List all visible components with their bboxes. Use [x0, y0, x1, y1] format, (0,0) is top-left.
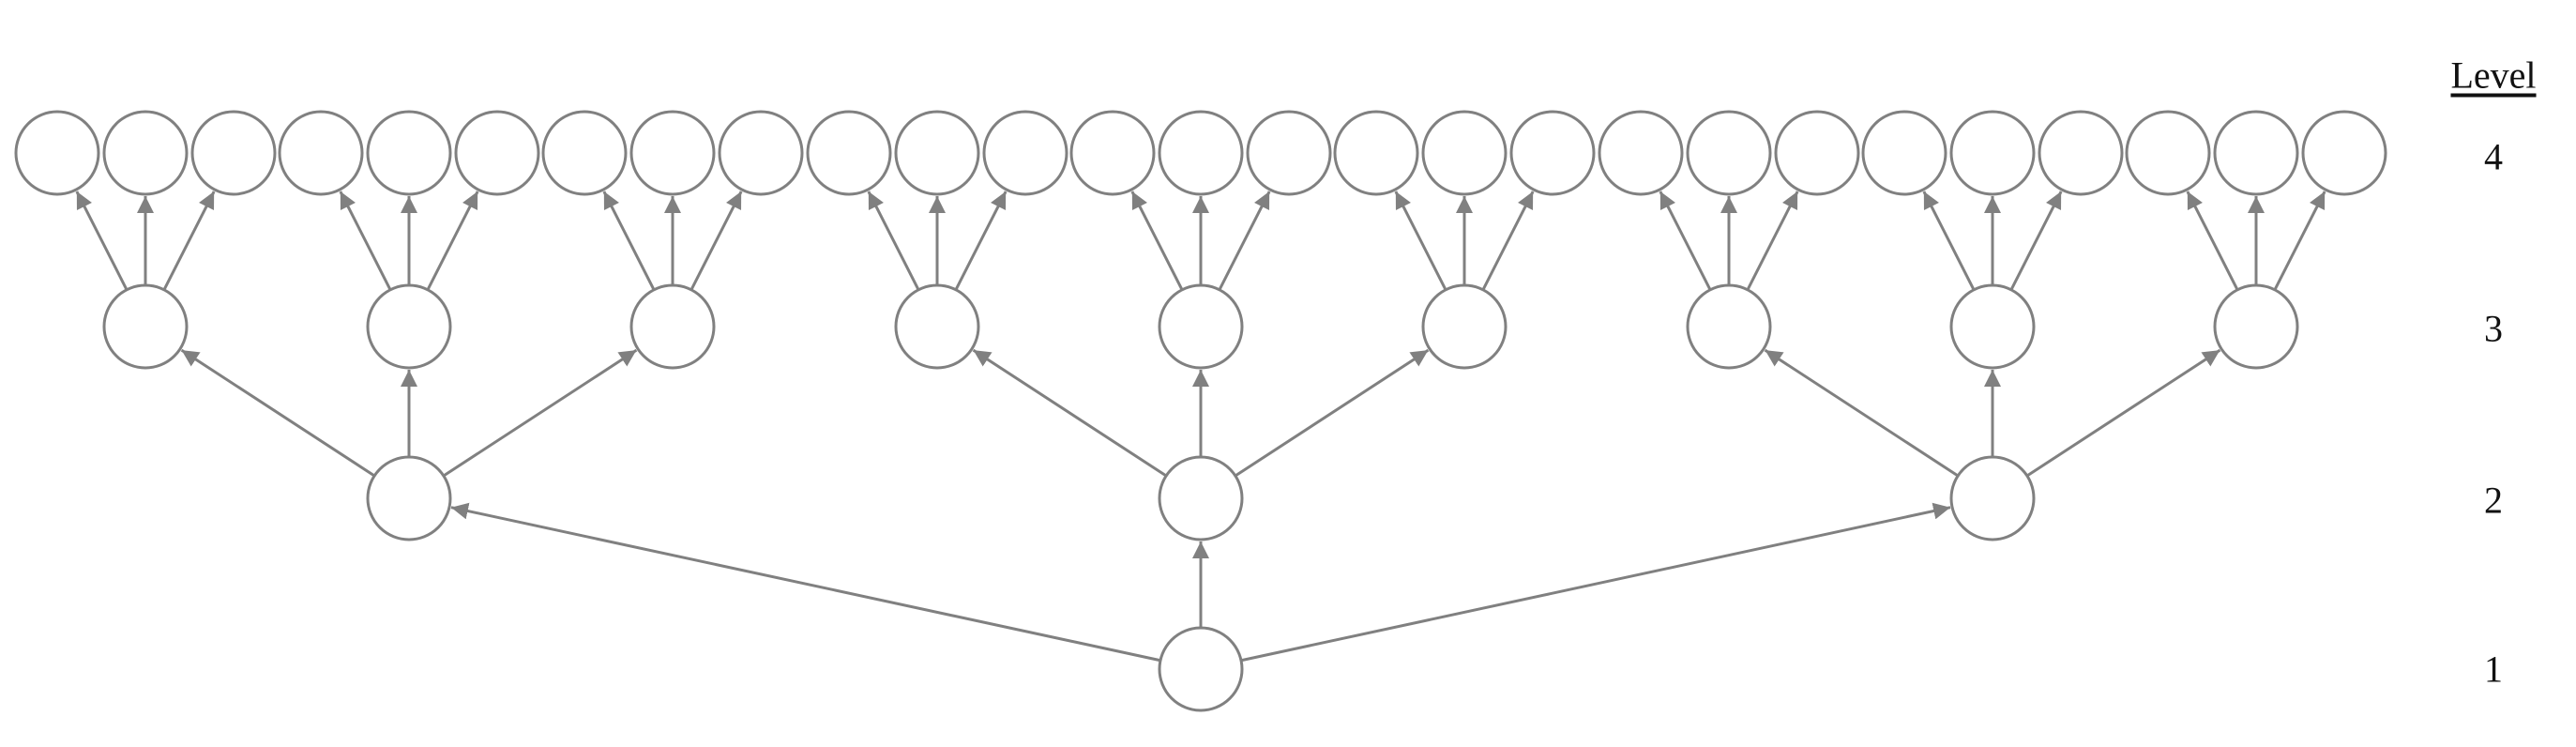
tree-node-level-4 [1421, 110, 1508, 196]
tree-node-level-4 [629, 110, 716, 196]
tree-edge-arrow [972, 348, 1167, 478]
tree-node-level-4 [806, 110, 892, 196]
tree-node-level-4 [1861, 110, 1947, 196]
tree-node-level-4 [718, 110, 804, 196]
tree-edge-arrow [1240, 502, 1951, 663]
level-label-2: 2 [2484, 479, 2503, 522]
tree-node-level-4 [454, 110, 540, 196]
level-label-3: 3 [2484, 307, 2503, 350]
tree-edge-arrow [339, 191, 392, 291]
tree-edge-arrow [1764, 348, 1959, 478]
tree-node-level-4 [190, 110, 277, 196]
tree-node-level-3 [1158, 283, 1244, 370]
tree-node-level-4 [1598, 110, 1684, 196]
tree-node-level-4 [1509, 110, 1596, 196]
tree-edge-arrow [450, 502, 1161, 663]
tree-edge-arrow [1659, 191, 1712, 291]
tree-node-level-4 [982, 110, 1068, 196]
tree-node-level-3 [1686, 283, 1772, 370]
tree-node-level-2 [1158, 455, 1244, 541]
tree-node-level-3 [1949, 283, 2036, 370]
tree-node-level-4 [541, 110, 628, 196]
tree-edge-arrow [1922, 191, 1976, 291]
tree-edge-arrow [162, 191, 216, 291]
tree-edge-arrow [602, 191, 656, 291]
tree-node-level-4 [1949, 110, 2036, 196]
tree-edge-arrow [180, 348, 375, 478]
tree-edge-arrow [1130, 191, 1184, 291]
tree-node-level-4 [278, 110, 364, 196]
tree-edge-arrow [1235, 348, 1430, 478]
tree-edge-arrow [2026, 348, 2221, 478]
tree-edge-arrow [867, 191, 920, 291]
tree-node-level-3 [102, 283, 189, 370]
tree-edge-arrow [954, 191, 1008, 291]
tree-node-level-4 [366, 110, 452, 196]
tree-edge-arrow [1481, 191, 1535, 291]
tree-node-level-4 [1686, 110, 1772, 196]
tree-node-level-1 [1158, 626, 1244, 712]
tree-node-level-3 [366, 283, 452, 370]
tree-node-level-3 [894, 283, 980, 370]
tree-node-level-3 [629, 283, 716, 370]
tree-node-level-4 [102, 110, 189, 196]
tree-node-level-4 [2301, 110, 2387, 196]
tree-edge-arrow [1218, 191, 1271, 291]
tree-node-level-3 [2213, 283, 2299, 370]
tree-node-level-4 [2125, 110, 2211, 196]
tree-edge-arrow [2009, 191, 2063, 291]
tree-edge-arrow [426, 191, 479, 291]
tree-node-level-2 [1949, 455, 2036, 541]
tree-edge-arrow [443, 348, 638, 478]
legend-title: Level [2450, 53, 2537, 97]
tree-node-level-4 [2213, 110, 2299, 196]
tree-node-level-3 [1421, 283, 1508, 370]
tree-edge-arrow [2273, 191, 2326, 291]
tree-edge-arrow [689, 191, 743, 291]
tree-node-level-2 [366, 455, 452, 541]
tree-node-level-4 [894, 110, 980, 196]
level-label-4: 4 [2484, 135, 2503, 178]
tree-node-level-4 [14, 110, 100, 196]
tree-node-level-4 [1158, 110, 1244, 196]
tree-edge-arrow [1394, 191, 1447, 291]
tree-node-level-4 [1333, 110, 1419, 196]
tree-edge-arrow [1746, 191, 1799, 291]
tree-node-level-4 [1246, 110, 1332, 196]
tree-node-level-4 [1774, 110, 1860, 196]
tree-node-level-4 [2038, 110, 2124, 196]
tree-edge-arrow [2186, 191, 2239, 291]
tree-node-level-4 [1069, 110, 1156, 196]
level-label-1: 1 [2484, 648, 2503, 691]
tree-edge-arrow [75, 191, 129, 291]
